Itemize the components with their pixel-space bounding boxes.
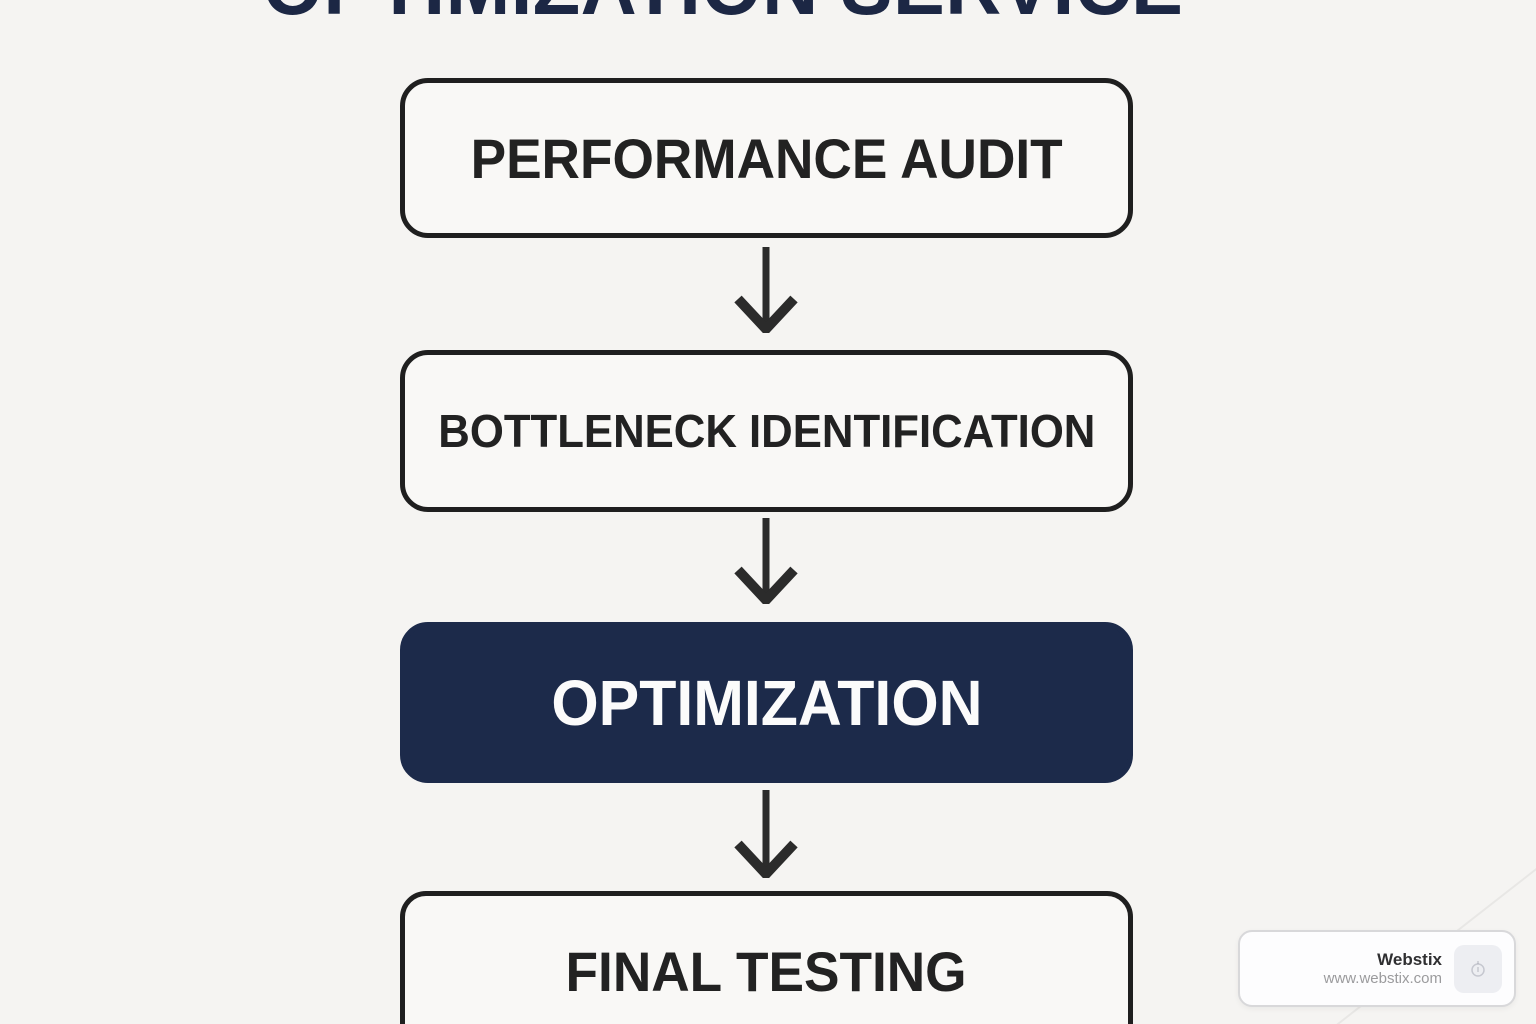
watermark-url-link[interactable]: www.webstix.com (1323, 969, 1442, 987)
watermark-icon-box (1454, 944, 1502, 993)
watermark-brand-name: Webstix (1377, 949, 1442, 969)
flow-step-label: PERFORMANCE AUDIT (470, 126, 1063, 190)
flow-step-label: BOTTLENECK IDENTIFICATION (437, 405, 1096, 457)
flow-step-bottleneck-identification: BOTTLENECK IDENTIFICATION (400, 350, 1133, 512)
flow-step-label: FINAL TESTING (566, 939, 967, 1003)
arrow-down-icon (734, 790, 798, 878)
arrow-down-icon (734, 247, 798, 333)
flow-step-performance-audit: PERFORMANCE AUDIT (400, 78, 1133, 238)
flow-step-final-testing: FINAL TESTING (400, 891, 1133, 1024)
watermark-text: Webstix www.webstix.com (1324, 949, 1442, 989)
arrow-down-icon (734, 518, 798, 604)
flow-step-optimization: OPTIMIZATION (400, 622, 1133, 783)
badge-icon (1471, 960, 1485, 977)
flow-step-label: OPTIMIZATION (550, 666, 983, 739)
page-title: OPTIMIZATION SERVICE (223, 0, 1222, 27)
watermark-card[interactable]: Webstix www.webstix.com (1238, 930, 1516, 1007)
